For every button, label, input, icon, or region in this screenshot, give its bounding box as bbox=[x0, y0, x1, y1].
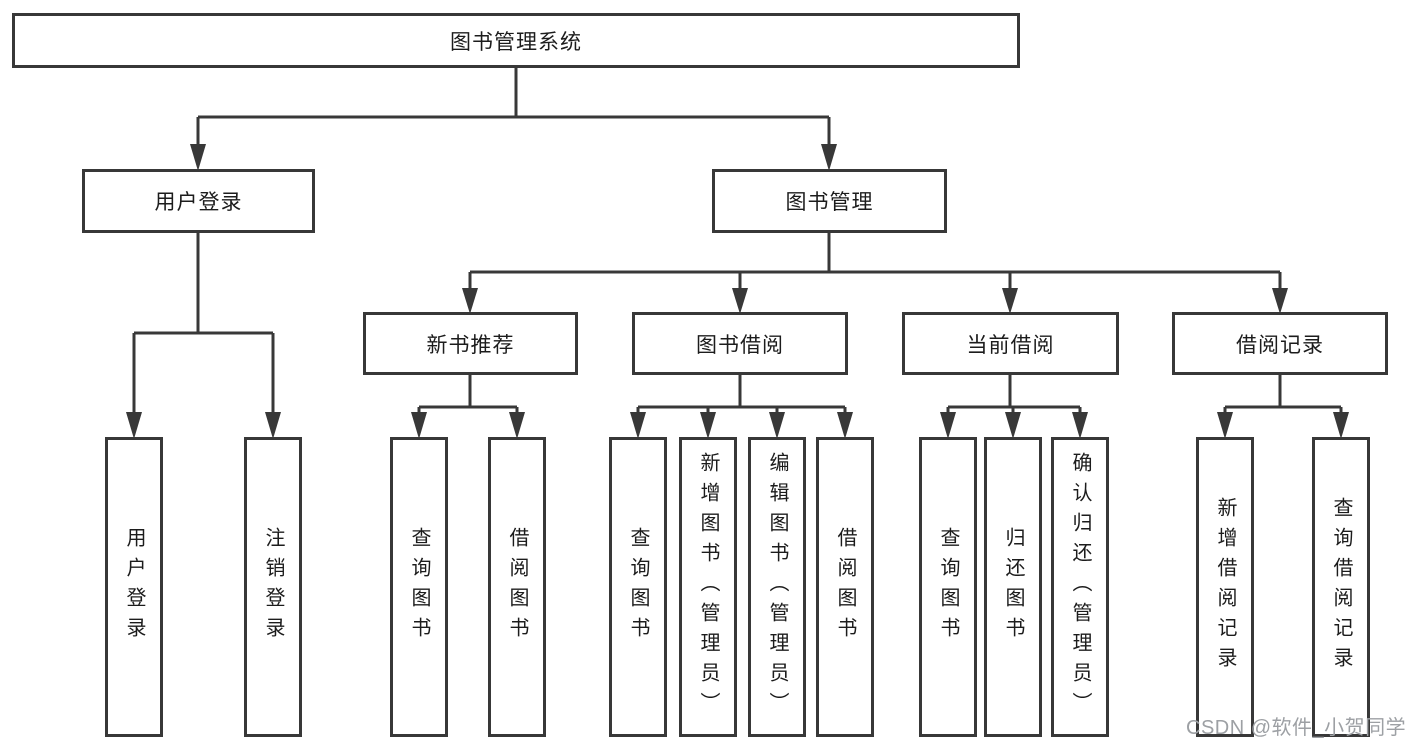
connector-user-login-split bbox=[132, 233, 275, 414]
leaf-query-books-borrowing: 查询图书 bbox=[609, 437, 667, 737]
node-user-login: 用户登录 bbox=[82, 169, 315, 233]
connector-current-split bbox=[946, 375, 1082, 414]
leaf-query-books-recommend: 查询图书 bbox=[390, 437, 448, 737]
node-current-borrowing: 当前借阅 bbox=[902, 312, 1119, 375]
leaf-confirm-return-admin: 确认归还（管理员） bbox=[1051, 437, 1109, 737]
leaf-return-books: 归还图书 bbox=[984, 437, 1042, 737]
node-book-borrowing: 图书借阅 bbox=[632, 312, 848, 375]
leaf-query-books-current: 查询图书 bbox=[919, 437, 977, 737]
connector-records-split bbox=[1223, 375, 1343, 414]
csdn-watermark: CSDN @软件_小贺同学 bbox=[1186, 717, 1405, 739]
leaf-edit-books-admin: 编辑图书（管理员） bbox=[748, 437, 806, 737]
connector-book-mgmt-split bbox=[468, 233, 1282, 290]
connector-root-split bbox=[196, 68, 831, 146]
connector-recommend-split bbox=[417, 375, 519, 414]
node-root: 图书管理系统 bbox=[12, 13, 1020, 68]
arrowheads bbox=[126, 144, 1349, 439]
leaf-add-books-admin: 新增图书（管理员） bbox=[679, 437, 737, 737]
leaf-user-login: 用户登录 bbox=[105, 437, 163, 737]
node-new-book-recommend: 新书推荐 bbox=[363, 312, 578, 375]
leaf-logout: 注销登录 bbox=[244, 437, 302, 737]
leaf-query-borrow-record: 查询借阅记录 bbox=[1312, 437, 1370, 737]
node-book-management: 图书管理 bbox=[712, 169, 947, 233]
leaf-borrow-books: 借阅图书 bbox=[816, 437, 874, 737]
leaf-add-borrow-record: 新增借阅记录 bbox=[1196, 437, 1254, 737]
node-borrow-records: 借阅记录 bbox=[1172, 312, 1388, 375]
connector-borrowing-split bbox=[636, 375, 847, 414]
leaf-borrow-books-recommend: 借阅图书 bbox=[488, 437, 546, 737]
